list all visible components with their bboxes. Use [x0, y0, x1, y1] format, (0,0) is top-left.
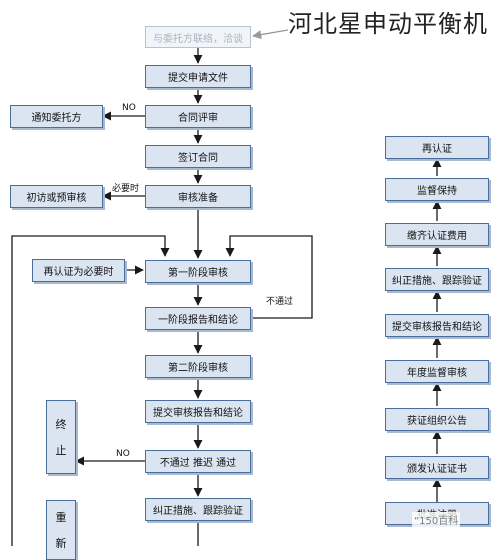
restart-char-2: 新 [55, 537, 67, 550]
supervise-box: 监督保持 [385, 178, 489, 201]
initial-visit-box: 初访或预审核 [10, 185, 103, 208]
audit-prep-box: 审核准备 [145, 185, 251, 208]
watermark-text: 河北星申动平衡机 [288, 10, 488, 38]
stage1-audit-box: 第一阶段审核 [145, 260, 251, 283]
submit-audit-box: 提交审核报告和结论 [385, 314, 489, 337]
recert-if-needed-box: 再认证为必要时 [32, 259, 125, 282]
decision-box: 不通过 推迟 通过 [145, 450, 251, 473]
issue-cert-box: 颁发认证证书 [385, 456, 489, 479]
flowchart-connectors [11, 29, 442, 546]
edge-label-no-decision: NO [116, 449, 130, 460]
contract-review-box: 合同评审 [145, 105, 251, 128]
edge-label-when-needed: 必要时 [112, 184, 140, 195]
terminate-char-2: 止 [55, 444, 67, 457]
edge-label-fail: 不通过 [266, 297, 294, 308]
restart-char-1: 重 [55, 511, 67, 524]
annual-audit-box: 年度监督审核 [385, 360, 489, 383]
stage1-report-box: 一阶段报告和结论 [145, 307, 251, 330]
correct-track-box: 纠正措施、跟踪验证 [385, 268, 489, 291]
notify-client-box: 通知委托方 [10, 105, 103, 128]
submit-report-box: 提交审核报告和结论 [145, 400, 251, 423]
stage2-audit-box: 第二阶段审核 [145, 355, 251, 378]
restart-box: 重 新 [46, 500, 76, 560]
pay-fee-box: 缴齐认证费用 [385, 223, 489, 246]
recertify-box: 再认证 [385, 136, 489, 159]
terminate-char-1: 终 [55, 418, 67, 431]
corrective-action-box: 纠正措施、跟踪验证 [145, 498, 251, 521]
contact-client-box: 与委托方联络，洽谈 [145, 26, 251, 48]
sign-contract-box: 签订合同 [145, 145, 251, 168]
terminate-box: 终 止 [46, 400, 76, 474]
submit-application-box: 提交申请文件 [145, 65, 251, 88]
announce-box: 获证组织公告 [385, 408, 489, 431]
source-badge: “150百科 [412, 512, 461, 527]
edge-label-no-review: NO [122, 103, 136, 114]
